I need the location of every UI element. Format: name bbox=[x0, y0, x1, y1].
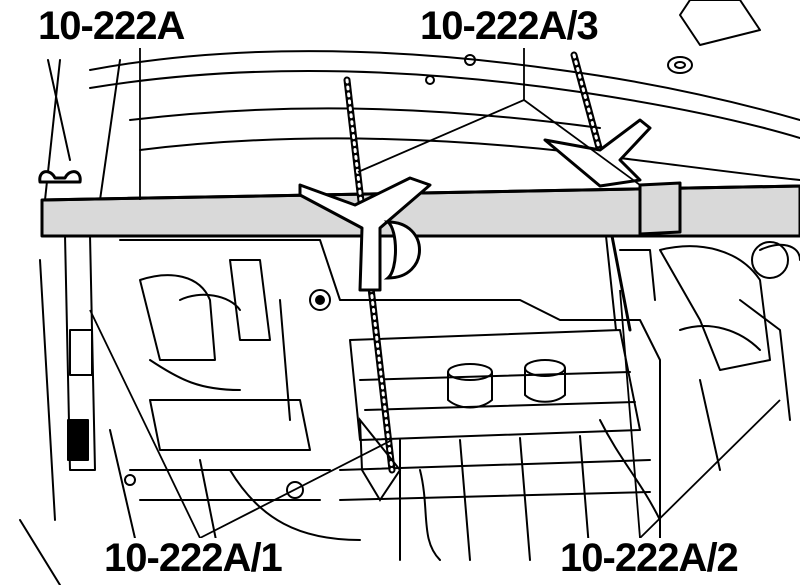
coolant-cap bbox=[524, 359, 566, 403]
hood-latch bbox=[679, 0, 761, 46]
hood-outline bbox=[89, 50, 800, 121]
support-bar bbox=[38, 170, 800, 238]
engine-block bbox=[119, 239, 661, 561]
label-front-adapter: 10-222A/1 bbox=[100, 538, 286, 578]
label-support-bridge: 10-222A bbox=[34, 6, 189, 46]
oil-filler-cap bbox=[447, 363, 493, 409]
label-rear-spindle: 10-222A/3 bbox=[416, 6, 602, 46]
valve-cover bbox=[349, 329, 641, 441]
label-rear-adapter: 10-222A/2 bbox=[556, 538, 742, 578]
front-spindle bbox=[298, 76, 432, 502]
leader-lines bbox=[89, 48, 781, 539]
